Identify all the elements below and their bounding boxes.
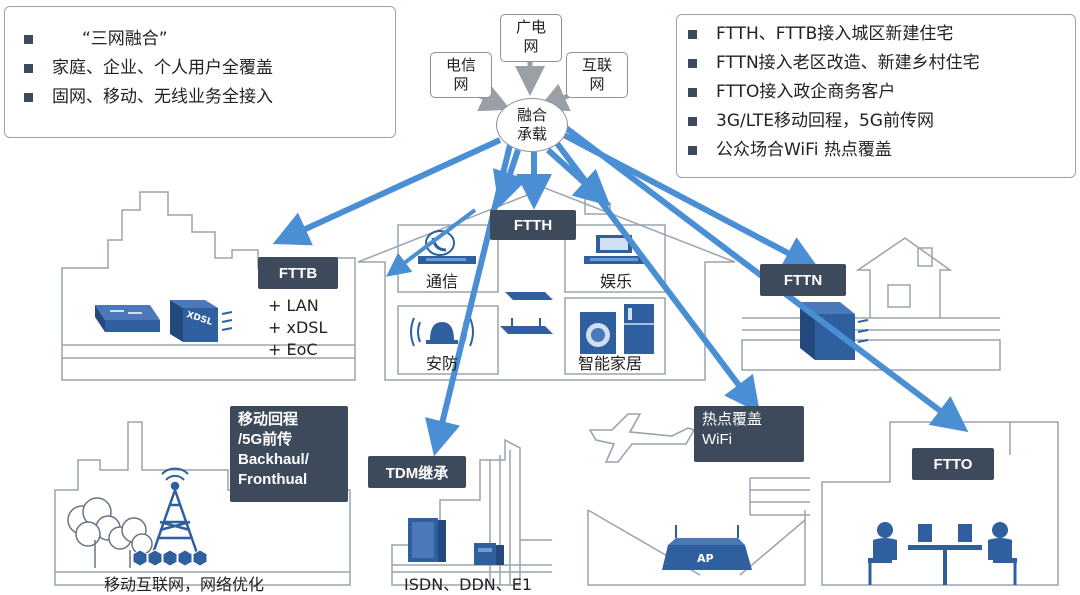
ftto-tag: FTTO [912,448,994,480]
mobile-backhaul-tag: 移动回程 /5G前传 Backhaul/ Fronthual [230,406,348,502]
trees-icon [67,497,153,568]
router-icons [500,292,553,334]
broadcast-line-1: 广电 [515,18,546,36]
top-left-item-text: 家庭、企业、个人用户全覆盖 [52,58,273,78]
hotspot-wifi-tag: 热点覆盖 WiFi [694,406,804,462]
top-right-item-text: 3G/LTE移动回程，5G前传网 [716,111,934,131]
fttb-option-xdsl: + xDSL [268,318,328,337]
xdsl-device-icon [170,300,233,342]
bullet-icon [688,59,697,68]
bullet-icon [688,30,697,39]
fttb-option-eoc: + EoC [268,340,318,359]
top-right-item: FTTN接入老区改造、新建乡村住宅 [682,49,980,78]
top-left-item: “三网融合” [18,25,273,54]
bullet-icon [24,93,33,102]
bullet-icon [688,146,697,155]
hub-line-1: 融合 [516,106,547,124]
broadcast-line-2: 网 [523,37,539,55]
bullet-icon [688,117,697,126]
top-right-list: FTTH、FTTB接入城区新建住宅 FTTN接入老区改造、新建乡村住宅 FTTO… [682,20,980,165]
internet-line-1: 互联 [581,56,612,74]
telecom-line-1: 电信 [445,56,476,74]
fttn-tag: FTTN [760,264,846,296]
ap-device-label: AP [697,552,714,565]
top-left-summary-box [4,6,396,138]
fttb-option-lan: + LAN [268,296,319,315]
home-ent-label: 娱乐 [600,272,633,291]
top-right-item-text: FTTH、FTTB接入城区新建住宅 [716,24,954,44]
switch-icon [95,305,160,332]
ftth-inner-arrow [386,208,477,277]
internet-line-2: 网 [589,75,605,93]
home-smart-label: 智能家居 [578,354,643,373]
top-right-summary-box [676,14,1076,178]
home-comm-label: 通信 [426,272,459,291]
top-left-item: 固网、移动、无线业务全接入 [18,83,273,112]
top-right-item-text: FTTN接入老区改造、新建乡村住宅 [716,53,980,73]
tdm-building-outline [391,438,552,586]
telecom-network-node: 电信 网 [430,52,492,98]
top-left-item-text: “三网融合” [82,29,168,49]
top-right-item: 公众场合WiFi 热点覆盖 [682,136,980,165]
hub-line-2: 承载 [516,125,547,143]
bullet-icon [24,64,33,73]
ftto-office-outline [821,421,1059,586]
ftth-tag: FTTH [490,210,576,240]
tdm-cabinet-icons [408,518,504,565]
cell-tower-icon [150,467,200,557]
convergence-hub: 融合 承载 [496,98,568,152]
top-left-list: “三网融合” 家庭、企业、个人用户全覆盖 固网、移动、无线业务全接入 [18,25,273,112]
top-right-item-text: FTTO接入政企商务客户 [716,82,896,102]
appliances-icon [580,304,654,354]
fttn-house-outline [741,237,1001,371]
top-right-item: FTTH、FTTB接入城区新建住宅 [682,20,980,49]
top-left-item: 家庭、企业、个人用户全覆盖 [18,54,273,83]
airplane-icon [588,413,696,463]
tv-icon [584,235,644,264]
telecom-line-2: 网 [453,75,469,93]
home-sec-label: 安防 [426,354,459,373]
fttb-tag: FTTB [258,257,338,289]
cell-hexagons [132,549,208,567]
tdm-caption: ISDN、DDN、E1 [404,575,533,594]
bullet-icon [24,35,33,44]
phone-icon [418,230,476,264]
top-left-item-text: 固网、移动、无线业务全接入 [52,87,273,107]
broadcast-network-node: 广电 网 [500,14,562,62]
top-right-item: FTTO接入政企商务客户 [682,78,980,107]
bullet-icon [688,88,697,97]
top-right-item-text: 公众场合WiFi 热点覆盖 [716,140,892,160]
tdm-tag: TDM继承 [368,456,466,488]
fttn-device-icon [800,302,869,360]
ap-device-icon [662,525,752,570]
mobile-internet-caption: 移动互联网，网络优化 [104,575,265,594]
internet-network-node: 互联 网 [566,52,628,98]
office-people-icon [868,522,1017,585]
top-right-item: 3G/LTE移动回程，5G前传网 [682,107,980,136]
